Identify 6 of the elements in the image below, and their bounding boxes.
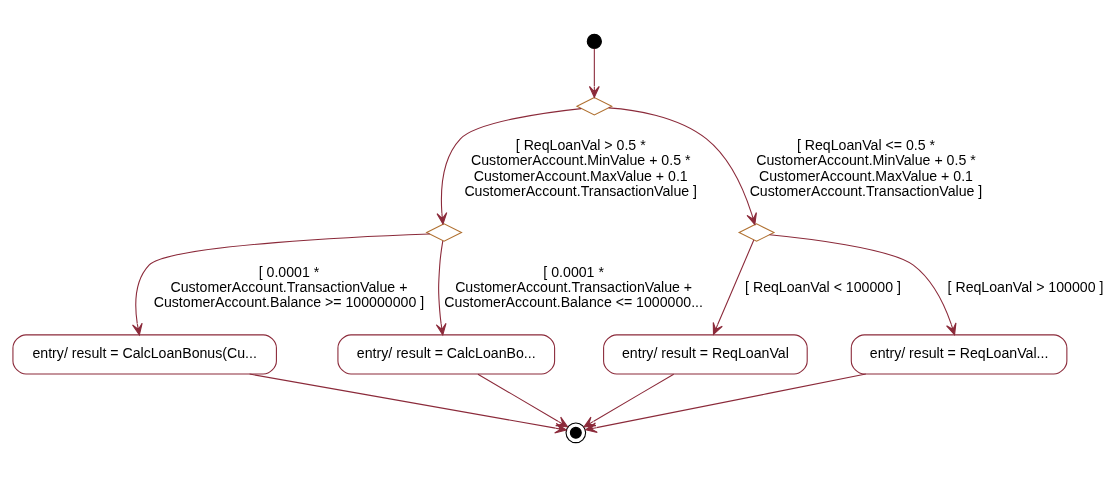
- edge-label: [ ReqLoanVal < 100000 ]: [745, 278, 901, 295]
- edge-label: [ 0.0001 * CustomerAccount.TransactionValue + CustomerAccount.Balance >= 100000000 ]: [153, 263, 425, 310]
- edge-label: [ 0.0001 * CustomerAccount.TransactionValue + CustomerAccount.Balance <= 1000000...: [444, 263, 703, 310]
- edge-label: [ ReqLoanVal > 0.5 * CustomerAccount.MinValue + 0.5 * CustomerAccount.MaxValue + 0.1 CustomerAccount.TransactionValue ]: [464, 137, 698, 199]
- edge-label: [ ReqLoanVal <= 0.5 * CustomerAccount.MinValue + 0.5 * CustomerAccount.MaxValue + 0.1 CustomerAccount.TransactionValue ]: [749, 137, 983, 199]
- edge-label: [ ReqLoanVal > 100000 ]: [947, 278, 1104, 295]
